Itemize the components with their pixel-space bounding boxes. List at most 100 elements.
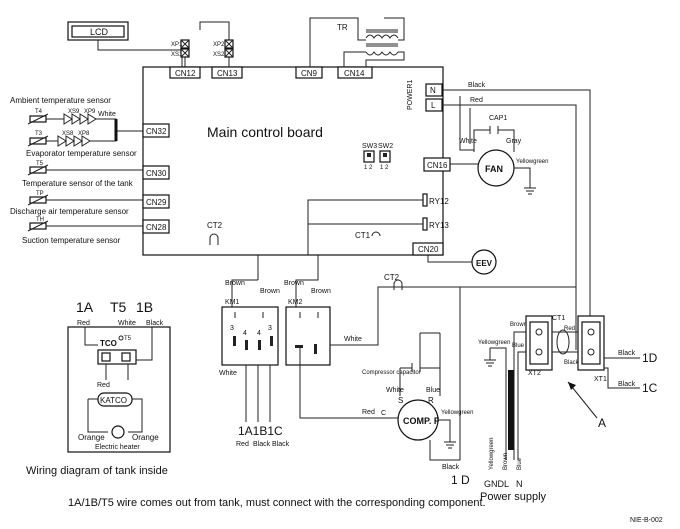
cn9-label: CN9 <box>301 69 318 78</box>
connector-cn29 <box>142 194 170 209</box>
compressor: CT2 Compressor capacitor White Blue S R … <box>362 273 473 487</box>
board-ct1-label: CT1 <box>355 231 371 240</box>
white-left-label: White <box>219 370 237 377</box>
connector-cn14 <box>337 66 373 79</box>
xp2-label: XP2 <box>213 42 225 48</box>
xs8-xp8-plug <box>57 135 91 147</box>
connector-cn13 <box>211 66 243 79</box>
transformer-tr: TR <box>309 17 405 67</box>
xs2-label: XS2 <box>213 52 225 58</box>
km1-pin4b: 4 <box>257 330 261 337</box>
ry12-label: RY12 <box>429 197 449 206</box>
cn13-label: CN13 <box>217 69 238 78</box>
comp-black-label: Black <box>442 464 460 471</box>
lcd-display: LCD <box>67 21 183 67</box>
sensor-white-label: White <box>98 111 116 118</box>
plugs-xp1-xp2: XP1 XS1 XP2 XS2 <box>171 21 234 67</box>
cn16-label: CN16 <box>427 161 448 170</box>
heater-icon <box>111 425 125 439</box>
tank-black-label: Black <box>146 320 164 327</box>
fan-white-label: White <box>459 138 477 145</box>
terminals-1a1b1c-label: 1A1B1C <box>238 424 283 438</box>
fan-gray-label: Gray <box>506 138 522 145</box>
power-brown-label: Brown <box>510 322 527 328</box>
suction-sensor-label: Suction temperature sensor <box>22 236 121 245</box>
xs8-label: XS8 <box>62 131 74 137</box>
tank-caption: Wiring diagram of tank inside <box>26 465 168 477</box>
xt1-label: XT1 <box>594 376 607 383</box>
xt2-label: XT2 <box>528 370 541 377</box>
ct2-label: CT2 <box>384 273 400 282</box>
power-supply-label: Power supply <box>480 491 547 503</box>
katco-label: KATCO <box>100 396 127 405</box>
board-ct1-coil <box>371 231 381 237</box>
comp-yellowgreen-label: Yellowgreen <box>441 410 473 416</box>
bottom-terminals: 1A1B1C Red Black Black <box>236 424 290 448</box>
wiring-note: 1A/1B/T5 wire comes out from tank, must … <box>68 497 486 509</box>
cn30-label: CN30 <box>146 169 167 178</box>
power-yellowgreen-label: Yellowgreen <box>478 340 510 346</box>
compressor-capacitor-label: Compressor capacitor <box>362 370 421 376</box>
main-control-board: Main control board CN12 CN13 CN9 CN14 CN… <box>142 66 451 256</box>
tr-label: TR <box>337 23 348 32</box>
callout-a-label: A <box>598 416 606 430</box>
brown-label-3: Brown <box>284 280 304 287</box>
km1-pin4: 4 <box>243 330 247 337</box>
comp-ground <box>438 419 456 449</box>
contactors: Brown Brown Brown Brown KM1 KM2 3 4 4 3 … <box>219 199 576 422</box>
power-n-label: N <box>516 479 523 489</box>
ry13-label: RY13 <box>429 221 449 230</box>
comp-c-label: C <box>381 410 386 417</box>
power-l-label: L <box>431 101 436 110</box>
diagram-code: NIE-B-002 <box>630 517 663 524</box>
tank-t5-small-label: T5 <box>124 336 132 342</box>
power-1d-label: 1D <box>642 351 658 365</box>
sw2-pins: 1 2 <box>380 165 389 171</box>
tank-orange-label-1: Orange <box>78 433 105 442</box>
t5-label: T5 <box>36 161 44 167</box>
tank-red2-label: Red <box>97 382 110 389</box>
power-supply: XT2 XT1 CT1 Red Black Brown Blue Yellowg… <box>478 315 658 503</box>
sw2-label: SW2 <box>378 143 393 150</box>
tank-t5-label: T5 <box>110 299 127 315</box>
brown-label-2: Brown <box>260 288 280 295</box>
t4-label: T4 <box>35 109 43 115</box>
white-right-label: White <box>344 336 362 343</box>
ambient-sensor-label: Ambient temperature sensor <box>10 96 111 105</box>
km1-label: KM1 <box>225 299 240 306</box>
cap1-label: CAP1 <box>489 115 507 122</box>
comp-white-label: White <box>386 387 404 394</box>
xs9-label: XS9 <box>68 109 80 115</box>
cn14-label: CN14 <box>344 69 365 78</box>
km1-contactor <box>221 306 279 366</box>
relay-ry13 <box>422 217 428 231</box>
tank-orange-label-2: Orange <box>132 433 159 442</box>
tp-label: TP <box>36 191 44 197</box>
tank-diagram: 1A T5 1B Red White Black TCO T5 Red KATC… <box>26 299 171 477</box>
terminal-red-label: Red <box>236 441 249 448</box>
km1-pin3: 3 <box>230 325 234 332</box>
tank-sensor-label: Temperature sensor of the tank <box>22 179 134 188</box>
power-black-small-label: Black <box>564 360 580 366</box>
xs1-label: XS1 <box>171 52 183 58</box>
evaporator-sensor-label: Evaporator temperature sensor <box>26 149 137 158</box>
comp-red-label: Red <box>362 409 375 416</box>
cable-yellowgreen-label: Yellowgreen <box>489 438 495 470</box>
sw3-label: SW3 <box>362 143 377 150</box>
power-blue-label: Blue <box>512 343 525 349</box>
ct1-coil <box>556 329 570 355</box>
power1-label: POWER1 <box>407 80 414 110</box>
xp1-label: XP1 <box>171 42 183 48</box>
terminal-black-label-1: Black <box>253 441 271 448</box>
km2-contactor <box>285 306 331 366</box>
brown-label-4: Brown <box>311 288 331 295</box>
board-title: Main control board <box>207 124 323 140</box>
comp-blue-label: Blue <box>426 387 440 394</box>
comp-1d-label: 1 D <box>451 473 470 487</box>
electric-heater-label: Electric heater <box>95 444 140 451</box>
xt1-black-label-2: Black <box>618 381 636 388</box>
lcd-label: LCD <box>90 27 109 37</box>
board-ct2-label: CT2 <box>207 221 223 230</box>
board-ct2-coil <box>209 233 219 245</box>
